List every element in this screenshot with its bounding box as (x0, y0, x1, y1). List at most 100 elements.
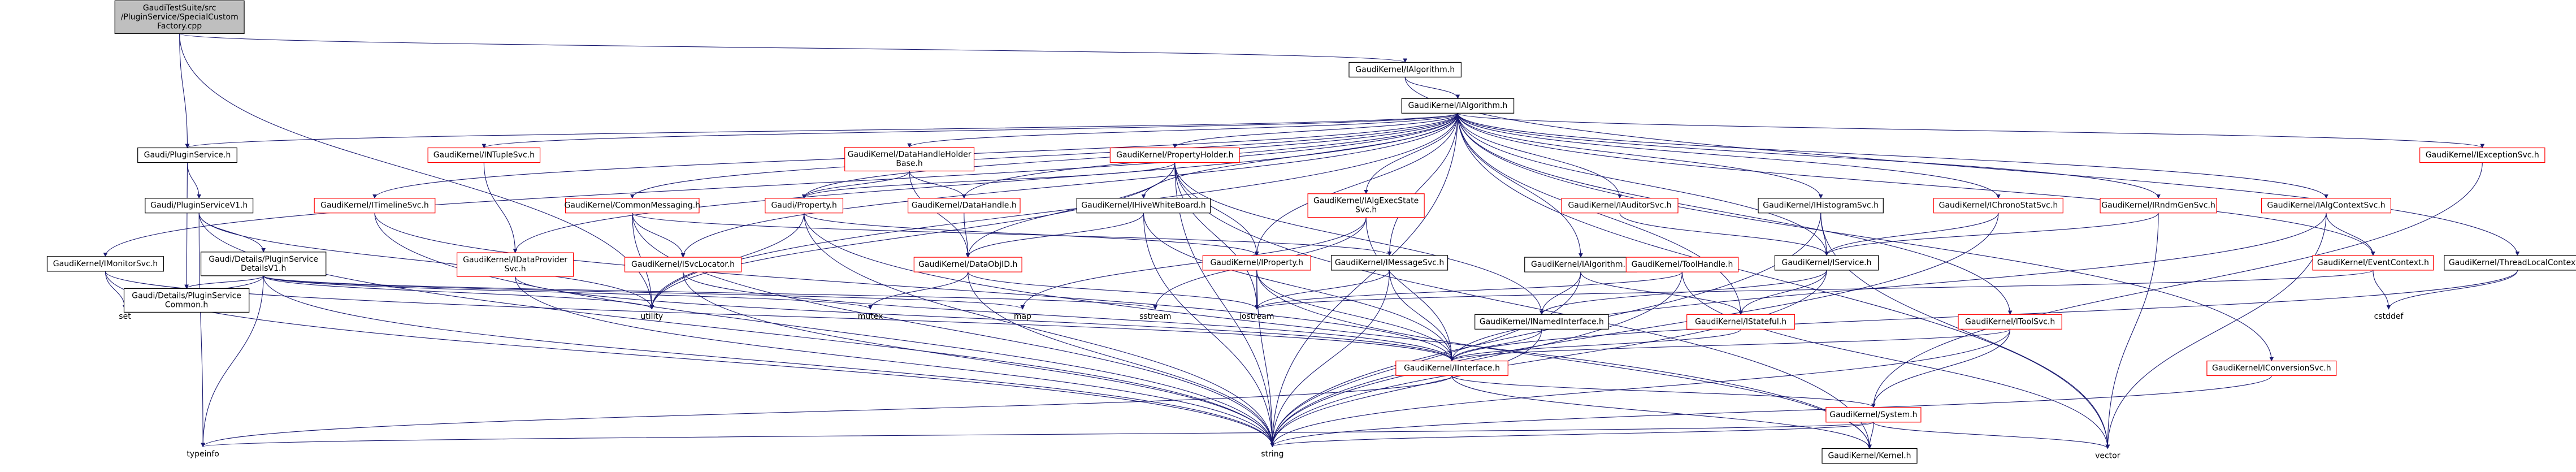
edge-propholder-to-kernel (1174, 162, 1872, 449)
edge-details-to-typeinfo (201, 275, 264, 448)
edge-propholder-to-property (801, 162, 1176, 199)
edge-dataobjid-to-string (968, 272, 1275, 448)
node-iconv[interactable]: GaudiKernel/IConversionSvc.h (2206, 360, 2337, 376)
node-inamed[interactable]: GaudiKernel/INamedInterface.h (1475, 314, 1609, 330)
node-box-iauditor (1561, 198, 1679, 214)
node-itimeline[interactable]: GaudiKernel/ITimelineSvc.h (314, 198, 436, 214)
node-imonitor[interactable]: GaudiKernel/IMonitorSvc.h (46, 256, 164, 272)
node-label-ievtctx: GaudiKernel/EventContext.h (2317, 258, 2429, 267)
node-label-cstddef: cstddef (2374, 312, 2404, 321)
node-iservice[interactable]: GaudiKernel/IService.h (1774, 255, 1879, 271)
node-cstddef: cstddef (2374, 312, 2404, 321)
node-itoolsvc[interactable]: GaudiKernel/IToolSvc.h (1958, 314, 2062, 330)
node-label-mutex: mutex (858, 312, 883, 321)
edge-idataprov-to-iinterface (515, 276, 1454, 362)
node-istateful[interactable]: GaudiKernel/IStateful.h (1686, 314, 1796, 330)
node-irndm[interactable]: GaudiKernel/IRndmGenSvc.h (2100, 198, 2217, 214)
node-pluginv1[interactable]: Gaudi/PluginServiceV1.h (145, 198, 254, 214)
node-box-dhholder (844, 146, 975, 172)
node-root[interactable]: GaudiTestSuite/src/PluginService/Special… (114, 0, 245, 34)
node-box-commonmsg (565, 198, 700, 214)
edge-iinterface-to-typeinfo (201, 375, 1452, 448)
edge-system-to-kernel (1867, 422, 1874, 449)
edge-ialg-to-imonitor (103, 113, 1458, 257)
node-box-common (123, 288, 250, 313)
node-iinterface[interactable]: GaudiKernel/IInterface.h (1395, 360, 1508, 376)
node-box-dataobjid (913, 257, 1022, 272)
node-ievtctx[interactable]: GaudiKernel/EventContext.h (2312, 255, 2434, 271)
edge-isvcloc-to-iinterface (683, 272, 1454, 362)
node-box-isvcloc (624, 257, 742, 272)
node-label-inamed: GaudiKernel/INamedInterface.h (1480, 317, 1604, 326)
edge-ialg-to-iproperty (1254, 113, 1458, 256)
node-ialg_h_top[interactable]: GaudiKernel/IAlgorithm.h (1348, 62, 1462, 77)
node-label-root: /PluginService/SpecialCustom (121, 12, 238, 21)
node-intuple[interactable]: GaudiKernel/INTupleSvc.h (427, 147, 541, 163)
node-box-root (114, 0, 245, 34)
node-datahandle[interactable]: GaudiKernel/DataHandle.h (907, 198, 1021, 214)
node-box-idataprov (456, 252, 574, 277)
node-label-datahandle: GaudiKernel/DataHandle.h (912, 201, 1017, 210)
node-box-iproperty (1202, 255, 1311, 271)
edge-imonitor-to-string (105, 271, 1275, 448)
node-label-ialgorithm: GaudiKernel/IAlgorithm.h (1531, 260, 1630, 269)
edge-ialg-to-itoolsvc (1457, 113, 2013, 315)
node-iexc[interactable]: GaudiKernel/IExceptionSvc.h (2419, 147, 2545, 163)
node-label-iconv: GaudiKernel/IConversionSvc.h (2212, 364, 2331, 373)
edge-imonitor-to-set (105, 271, 127, 310)
node-ialg[interactable]: GaudiKernel/IAlgorithm.h (1401, 98, 1515, 114)
node-box-ialg (1401, 98, 1515, 114)
node-iauditor[interactable]: GaudiKernel/IAuditorSvc.h (1561, 198, 1679, 214)
node-box-ialg_h_top (1348, 62, 1462, 77)
edge-iinterface-to-kernel (1451, 375, 1872, 449)
node-label-itimeline: GaudiKernel/ITimelineSvc.h (320, 201, 429, 210)
node-property[interactable]: Gaudi/Property.h (765, 198, 844, 214)
node-label-imsgsvc: GaudiKernel/IMessageSvc.h (1335, 258, 1444, 267)
edge-dhholder-to-property (801, 171, 910, 199)
node-label-ialgexec: GaudiKernel/IAlgExecState (1313, 197, 1419, 206)
node-box-irndm (2100, 198, 2217, 214)
node-label-imonitor: GaudiKernel/IMonitorSvc.h (53, 259, 158, 269)
node-propholder[interactable]: GaudiKernel/PropertyHolder.h (1109, 147, 1240, 163)
node-box-inamed (1475, 314, 1609, 330)
node-ichrono[interactable]: GaudiKernel/IChronoStatSvc.h (1933, 198, 2063, 214)
node-ialgctx[interactable]: GaudiKernel/IAlgContextSvc.h (2261, 198, 2392, 214)
node-kernel[interactable]: GaudiKernel/Kernel.h (1822, 448, 1918, 464)
node-label-root: GaudiTestSuite/src (143, 3, 216, 12)
edge-inamed-to-iinterface (1450, 329, 1542, 362)
edge-iexc-to-system (1871, 162, 2483, 408)
node-toolhandle[interactable]: GaudiKernel/ToolHandle.h (1625, 257, 1739, 272)
node-box-imonitor (46, 256, 164, 272)
edge-pluginv1-to-typeinfo (198, 213, 205, 448)
edge-ihive-to-iinterface (1143, 213, 1454, 362)
node-label-typeinfo: typeinfo (187, 449, 219, 458)
node-iproperty[interactable]: GaudiKernel/IProperty.h (1202, 255, 1311, 271)
node-box-system (1825, 407, 1922, 423)
edge-ialgorithm-to-inamed (1539, 272, 1581, 315)
node-box-imsgsvc (1330, 255, 1449, 271)
edge-itimeline-to-string (374, 213, 1275, 448)
edge-irndm-to-iservice (1824, 213, 2159, 256)
node-label-iproperty: GaudiKernel/IProperty.h (1211, 258, 1303, 267)
node-plugin[interactable]: Gaudi/PluginService.h (137, 147, 237, 163)
node-imsgsvc[interactable]: GaudiKernel/IMessageSvc.h (1330, 255, 1449, 271)
node-ialgorithm[interactable]: GaudiKernel/IAlgorithm.h (1524, 257, 1637, 272)
node-isvcloc[interactable]: GaudiKernel/ISvcLocator.h (624, 257, 742, 272)
node-label-ialgctx: GaudiKernel/IAlgContextSvc.h (2267, 201, 2385, 210)
node-commonmsg[interactable]: GaudiKernel/CommonMessaging.h (565, 198, 701, 214)
node-label-iservice: GaudiKernel/IService.h (1782, 258, 1872, 267)
node-ihisto[interactable]: GaudiKernel/IHistogramSvc.h (1758, 198, 1884, 214)
node-label-istateful: GaudiKernel/IStateful.h (1695, 317, 1786, 326)
node-threadlocal[interactable]: GaudiKernel/ThreadLocalContext.h (2444, 255, 2576, 271)
node-label-pluginv1: Gaudi/PluginServiceV1.h (150, 201, 248, 210)
node-dataobjid[interactable]: GaudiKernel/DataObjID.h (913, 257, 1022, 272)
node-system[interactable]: GaudiKernel/System.h (1825, 407, 1922, 423)
edge-system-to-string (1270, 422, 1874, 448)
node-ihive[interactable]: GaudiKernel/IHiveWhiteBoard.h (1076, 198, 1211, 214)
